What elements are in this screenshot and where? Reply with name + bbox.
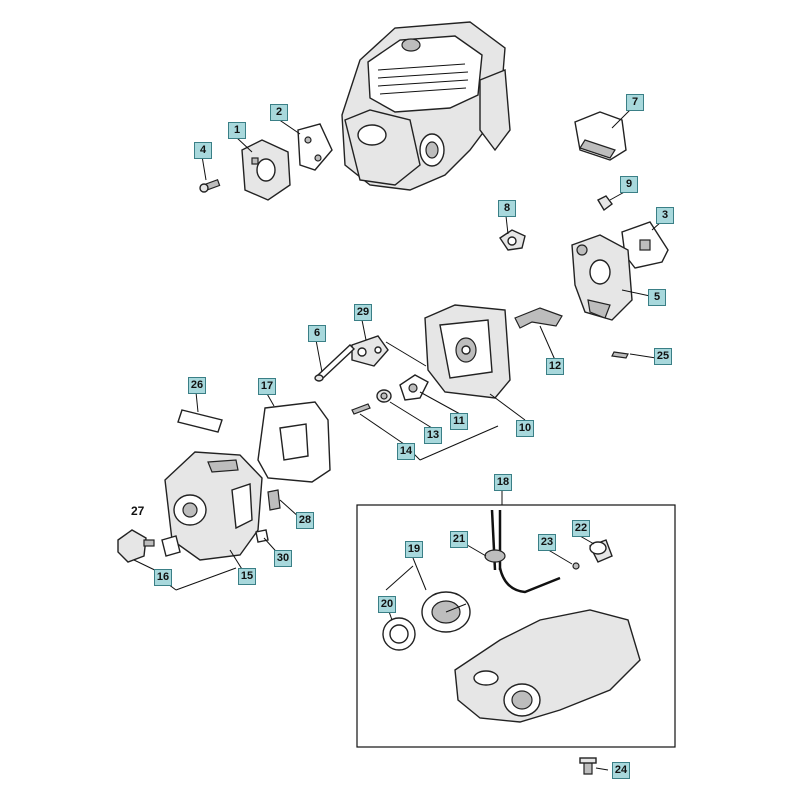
callout-11: 11 — [450, 413, 468, 430]
part-19-tank-cap — [421, 591, 471, 633]
part-2-gasket — [297, 123, 333, 171]
callout-2: 2 — [270, 104, 288, 121]
callout-18: 18 — [494, 474, 512, 491]
part-25-screw — [611, 351, 629, 359]
part-10-air-cleaner-case — [424, 304, 511, 399]
callout-29: 29 — [354, 304, 372, 321]
callout-19: 19 — [405, 541, 423, 558]
callout-1: 1 — [228, 122, 246, 139]
callout-21: 21 — [450, 531, 468, 548]
part-23-clip — [572, 562, 580, 570]
part-27-nut — [161, 535, 181, 557]
part-7-cover — [574, 111, 627, 161]
part-9-clip — [597, 195, 613, 212]
callout-12: 12 — [546, 358, 564, 375]
part-6-bolt — [314, 344, 356, 382]
part-8-clamp — [499, 229, 526, 251]
callout-16: 16 — [154, 569, 172, 586]
part-5-carburetor — [571, 234, 633, 321]
callout-25: 25 — [654, 348, 672, 365]
callout-7: 7 — [626, 94, 644, 111]
callout-13: 13 — [424, 427, 442, 444]
callout-14: 14 — [397, 443, 415, 460]
part-13-collar — [376, 389, 392, 403]
callout-9: 9 — [620, 176, 638, 193]
part-26-label — [177, 409, 223, 433]
part-29-bracket — [351, 335, 389, 367]
callout-6: 6 — [308, 325, 326, 342]
callout-27: 27 — [131, 504, 145, 518]
part-22-fuel-filter — [589, 539, 613, 563]
callout-17: 17 — [258, 378, 276, 395]
callout-28: 28 — [296, 512, 314, 529]
callout-26: 26 — [188, 377, 206, 394]
part-28-clip — [267, 489, 281, 511]
fuel-tank — [454, 609, 641, 723]
part-15-air-cleaner-cover — [164, 451, 263, 561]
callout-3: 3 — [656, 207, 674, 224]
callout-10: 10 — [516, 420, 534, 437]
callout-15: 15 — [238, 568, 256, 585]
part-14-screw — [351, 403, 371, 415]
part-1-insulator — [241, 139, 291, 201]
part-17-air-filter — [257, 401, 331, 483]
callout-5: 5 — [648, 289, 666, 306]
callout-24: 24 — [612, 762, 630, 779]
engine-block — [341, 21, 511, 191]
callout-23: 23 — [538, 534, 556, 551]
callout-22: 22 — [572, 520, 590, 537]
part-11-plate — [399, 374, 429, 401]
part-4-screw — [199, 179, 221, 193]
callout-30: 30 — [274, 550, 292, 567]
callout-20: 20 — [378, 596, 396, 613]
fuel-tank-assembly-box — [356, 504, 676, 748]
part-12-pipe — [514, 307, 563, 329]
callout-8: 8 — [498, 200, 516, 217]
part-16-knob — [117, 529, 155, 563]
callout-4: 4 — [194, 142, 212, 159]
part-24-bolt — [579, 757, 597, 775]
part-21-grommet — [484, 509, 561, 594]
part-20-gasket — [382, 617, 416, 651]
